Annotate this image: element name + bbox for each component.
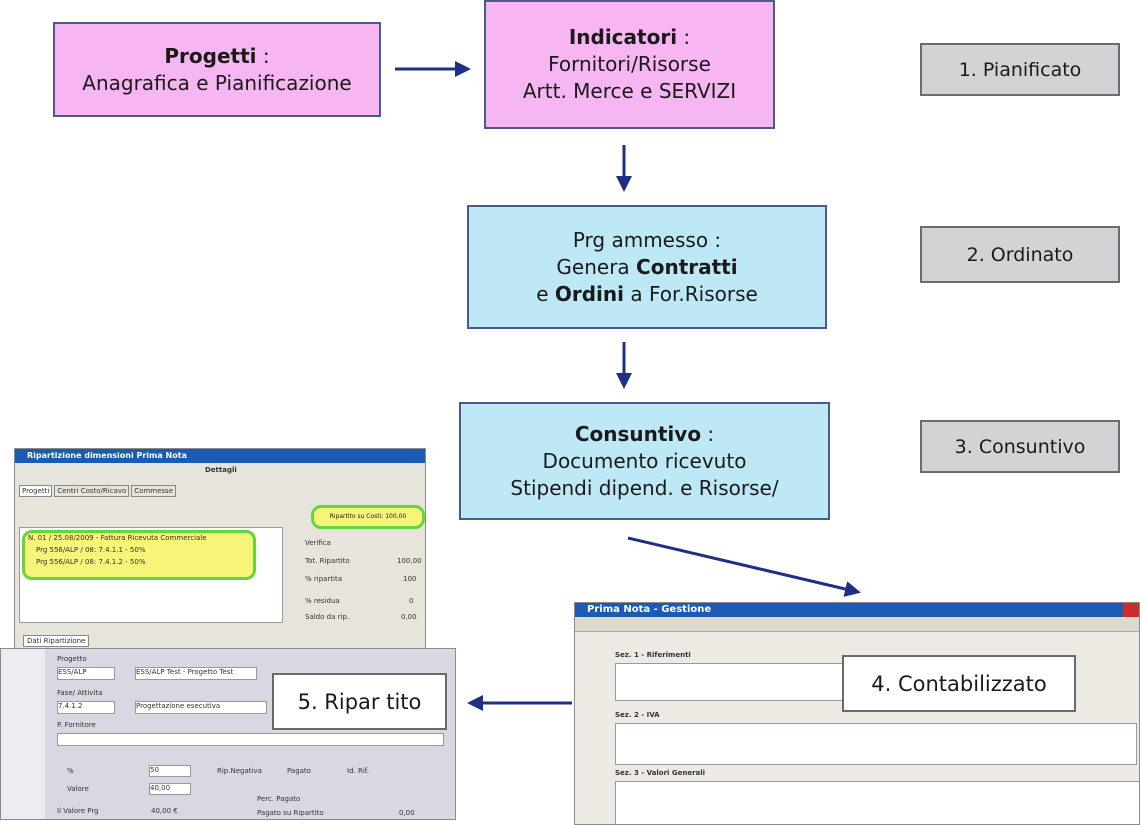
prg-line2-pre: Genera <box>556 254 637 279</box>
prg-line3-pre: e <box>536 281 555 306</box>
form-valore-label: Valore <box>67 785 89 793</box>
stage-pianificato: 1. Pianificato <box>920 43 1120 96</box>
consuntivo-line2: Stipendi dipend. e Risorse/ <box>510 475 779 500</box>
ripartizione-tree: N. 01 / 25.08/2009 - Fattura Ricevuta Co… <box>19 527 283 623</box>
field-saldo-value: 0,00 <box>401 613 417 621</box>
indicatori-line2: Artt. Merce e SERVIZI <box>522 79 737 103</box>
consuntivo-title-suffix: : <box>701 421 715 446</box>
box-consuntivo: Consuntivo : Documento ricevuto Stipendi… <box>459 402 830 520</box>
prima-nota-iva-grid <box>615 723 1137 765</box>
box-indicatori: Indicatori : Fornitori/Risorse Artt. Mer… <box>484 0 775 129</box>
prima-nota-section3: Sez. 3 - Valori Generali <box>615 769 706 777</box>
tree-item-fattura[interactable]: N. 01 / 25.08/2009 - Fattura Ricevuta Co… <box>28 534 207 542</box>
stage-contabilizzato: 4. Contabilizzato <box>842 655 1076 712</box>
form-pct-label: % <box>67 767 74 775</box>
form-rip-negativa[interactable]: Rip.Negativa <box>217 767 262 775</box>
progetti-line1: Anagrafica e Pianificazione <box>82 70 352 95</box>
form-progetto-desc[interactable]: ESS/ALP Test - Progetto Test <box>135 667 257 680</box>
stage-consuntivo: 3. Consuntivo <box>920 420 1120 473</box>
tab-dati-ripartizione[interactable]: Dati Ripartizione <box>23 635 90 647</box>
prg-line1: Prg ammesso : <box>572 227 722 252</box>
field-tot-ripartito-value: 100,00 <box>397 557 422 565</box>
prima-nota-titlebar: Prima Nota - Gestione <box>575 603 1139 617</box>
arrow-consuntivo-contabilizzato <box>627 536 861 597</box>
form-pagato[interactable]: Pagato <box>287 767 311 775</box>
progetti-title: Progetti <box>164 43 257 68</box>
form-valore-value[interactable]: 40,00 <box>149 783 191 795</box>
prima-nota-window: Prima Nota - Gestione Sez. 1 - Riferimen… <box>574 602 1140 825</box>
stage-ordinato: 2. Ordinato <box>920 226 1120 283</box>
form-fornitore-label: P. Fornitore <box>57 721 96 729</box>
field-perc-ripartita-value: 100 <box>403 575 417 583</box>
tree-item-prg1[interactable]: Prg 556/ALP / 08: 7.4.1.1 - 50% <box>36 546 146 554</box>
indicatori-line1: Fornitori/Risorse <box>548 52 711 76</box>
form-valore-prg-value: 40,00 € <box>151 807 178 815</box>
tab-progetti[interactable]: Progetti <box>19 485 53 497</box>
form-progetto-code[interactable]: ESS/ALP <box>57 667 115 680</box>
form-fase-desc[interactable]: Progettazione esecutiva <box>135 701 267 714</box>
ripartizione-header-label: Dettagli <box>205 466 237 474</box>
field-saldo-label: Saldo da rip. <box>305 613 350 621</box>
prg-line3-post: a For.Risorse <box>624 281 758 306</box>
form-id-rif: Id. Rif. <box>347 767 369 775</box>
verifica-label: Verifica <box>305 539 331 547</box>
prima-nota-toolbar <box>575 617 1139 632</box>
progetti-title-suffix: : <box>256 43 270 68</box>
prima-nota-section1-fields <box>615 663 847 701</box>
form-pct-value[interactable]: 50 <box>149 765 191 777</box>
consuntivo-title: Consuntivo <box>574 421 702 446</box>
form-progetto-label: Progetto <box>57 655 87 663</box>
form-pagato-value: 0,00 <box>399 809 415 817</box>
form-fase-code[interactable]: 7.4.1.2 <box>57 701 115 714</box>
close-icon[interactable] <box>1123 603 1139 617</box>
field-perc-ripartita-label: % ripartita <box>305 575 343 583</box>
form-fornitore-field[interactable] <box>57 733 444 746</box>
box-prg-ammesso: Prg ammesso : Genera Contratti e Ordini … <box>467 205 827 329</box>
ripartizione-window: Ripartizione dimensioni Prima Nota Detta… <box>14 448 426 658</box>
ripartito-highlight: Ripartito su Costi: 100,00 <box>311 505 425 529</box>
stage-ripartito: 5. Ripar tito <box>272 673 447 730</box>
ripartizione-tabs: Progetti Centri Costo/Ricavo Commesse <box>19 485 177 497</box>
prima-nota-section2: Sez. 2 - IVA <box>615 711 660 719</box>
ripartito-form-window: Progetto ESS/ALP ESS/ALP Test - Progetto… <box>0 648 456 820</box>
indicatori-title: Indicatori <box>568 25 678 49</box>
consuntivo-line1: Documento ricevuto <box>542 448 747 473</box>
prima-nota-valori-grid <box>615 781 1139 824</box>
tree-item-prg2[interactable]: Prg 556/ALP / 08: 7.4.1.2 - 50% <box>36 558 146 566</box>
form-pagato-su-ripartito: Pagato su Ripartito <box>257 809 324 817</box>
field-perc-residua-value: 0 <box>409 597 414 605</box>
field-tot-ripartito-label: Tot. Ripartito <box>305 557 350 565</box>
indicatori-title-suffix: : <box>677 25 691 49</box>
form-fase-label: Fase/ Attivita <box>57 689 103 697</box>
prg-ordini: Ordini <box>554 281 624 306</box>
tab-centri-costo[interactable]: Centri Costo/Ricavo <box>54 485 130 497</box>
prg-contratti: Contratti <box>636 254 738 279</box>
prima-nota-section1: Sez. 1 - Riferimenti <box>615 651 691 659</box>
ripartizione-titlebar: Ripartizione dimensioni Prima Nota <box>15 449 425 463</box>
tab-commesse[interactable]: Commesse <box>131 485 177 497</box>
form-perc-pagato: Perc. Pagato <box>257 795 301 803</box>
field-perc-residua-label: % residua <box>305 597 340 605</box>
box-progetti: Progetti : Anagrafica e Pianificazione <box>53 22 381 117</box>
form-valore-prg-label: Il Valore Prg <box>57 807 99 815</box>
